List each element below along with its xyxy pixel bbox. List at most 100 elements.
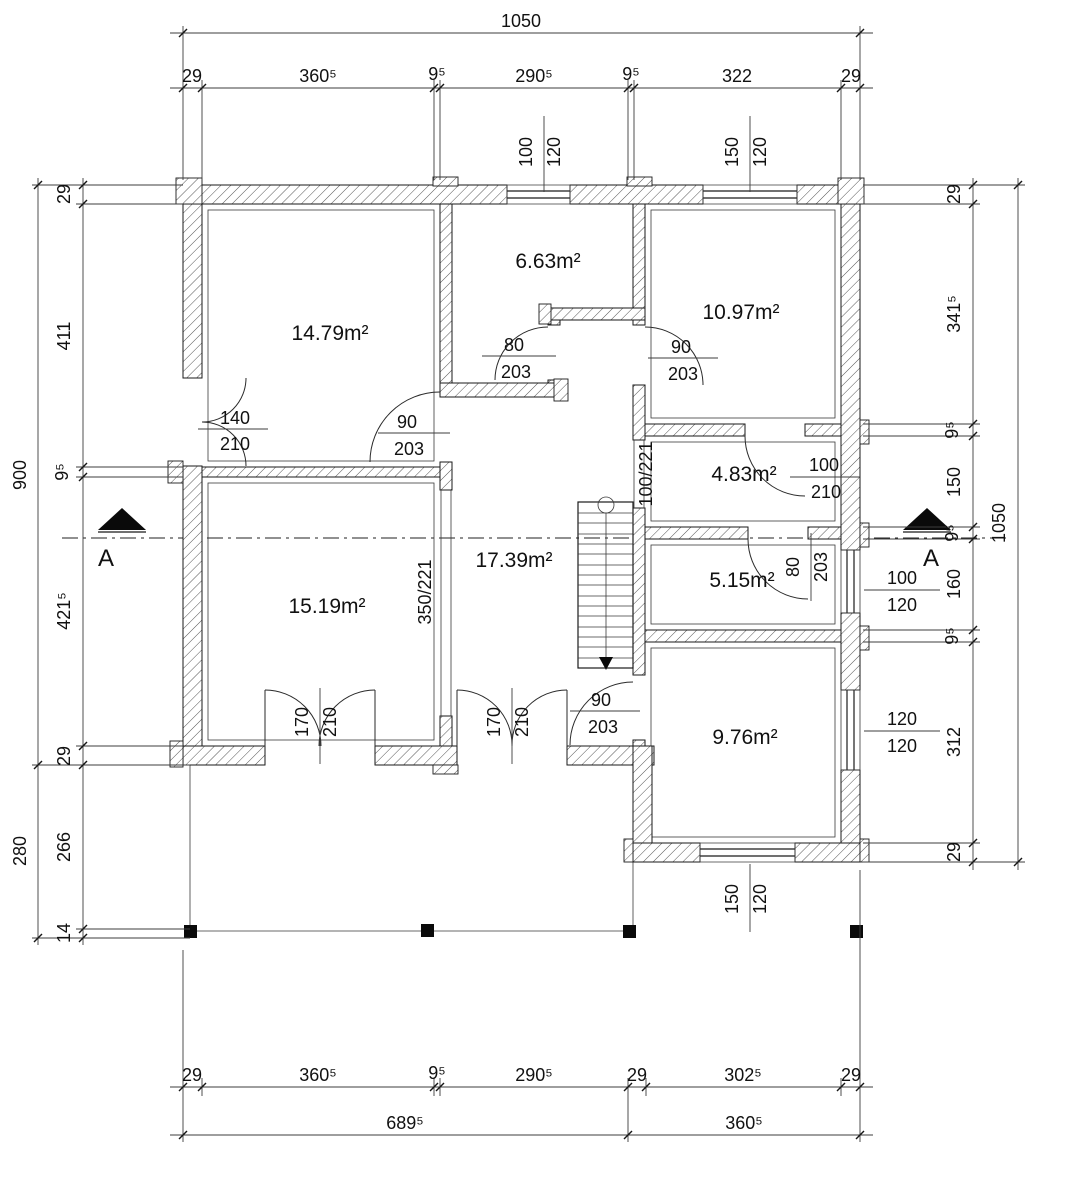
column [421, 924, 434, 937]
dim-left-5: 266 [54, 832, 74, 862]
window-top-2-height: 120 [750, 137, 770, 167]
door-90-203-room1097: 90 203 [644, 326, 718, 386]
dimension-right: 29 341⁵ 9⁵ 150 9⁵ 160 9⁵ 312 29 1050 [863, 178, 1025, 870]
dim-right-5: 160 [944, 569, 964, 599]
room-label-1739: 17.39m² [475, 549, 552, 572]
walls [167, 176, 870, 863]
door-90-203-a-width: 90 [397, 412, 417, 432]
window-top-2: 150 120 [702, 116, 798, 205]
window-right-1-width: 100 [887, 568, 917, 588]
door-100-210-height: 210 [811, 482, 841, 502]
window-top-1: 100 120 [506, 116, 571, 205]
window-top-2-width: 150 [722, 137, 742, 167]
stairs [577, 496, 634, 670]
section-label-right: A [923, 545, 939, 572]
dim-left-2: 9⁵ [52, 463, 72, 480]
window-right-1: 100 120 [840, 549, 940, 615]
door-80-203-a-height: 203 [501, 362, 531, 382]
door-170-210-left: 170 210 [264, 688, 376, 764]
window-right-2: 120 120 [840, 689, 940, 771]
dimension-top: 1050 29 360⁵ 9⁵ 290⁵ 9⁵ 322 29 [170, 11, 873, 180]
window-top-1-height: 120 [544, 137, 564, 167]
dim-bottom-1: 360⁵ [299, 1065, 337, 1085]
door-90-203-b-width: 90 [671, 337, 691, 357]
opening-100-221: 100/221 [633, 440, 656, 508]
window-top-1-width: 100 [516, 137, 536, 167]
room-label-1519: 15.19m² [288, 595, 365, 618]
dim-right-2: 9⁵ [942, 421, 962, 438]
room-label-515: 5.15m² [709, 569, 774, 592]
dim-left-3: 421⁵ [54, 592, 74, 630]
dim-right-total: 1050 [989, 503, 1009, 543]
door-140-210-width: 140 [220, 408, 250, 428]
dim-left-outer-0: 900 [10, 460, 30, 490]
door-170-210-a-width: 170 [292, 707, 312, 737]
dim-bottom-3: 290⁵ [515, 1065, 553, 1085]
dim-bottom-total-1: 360⁵ [725, 1113, 763, 1133]
dim-top-5: 322 [722, 66, 752, 86]
room-label-483: 4.83m² [711, 463, 776, 486]
window-bottom-1-width: 150 [722, 884, 742, 914]
dim-left-6: 14 [54, 923, 74, 943]
room-label-1097: 10.97m² [702, 301, 779, 324]
dim-top-6: 29 [841, 66, 861, 86]
dim-bottom-total-0: 689⁵ [386, 1113, 424, 1133]
room-label-663: 6.63m² [515, 250, 580, 273]
column [850, 925, 863, 938]
dimension-bottom: 29 360⁵ 9⁵ 290⁵ 29 302⁵ 29 689⁵ 360⁵ [170, 870, 873, 1142]
dim-right-1: 341⁵ [944, 295, 964, 333]
dim-top-total: 1050 [501, 11, 541, 31]
door-80-203-b-width: 80 [783, 557, 803, 577]
room-label-976: 9.76m² [712, 726, 777, 749]
dim-left-4: 29 [54, 746, 74, 766]
dim-top-0: 29 [182, 66, 202, 86]
window-bottom-1: 150 120 [699, 842, 796, 932]
dim-right-4: 9⁵ [942, 524, 962, 541]
dim-top-1: 360⁵ [299, 66, 337, 86]
window-right-2-height: 120 [887, 736, 917, 756]
door-90-203-a-height: 203 [394, 439, 424, 459]
dim-top-3: 290⁵ [515, 66, 553, 86]
door-80-203-room515: 80 203 [747, 533, 831, 601]
dim-bottom-6: 29 [841, 1065, 861, 1085]
section-label-left: A [98, 545, 114, 572]
door-90-203-c-height: 203 [588, 717, 618, 737]
dim-bottom-2: 9⁵ [428, 1063, 445, 1083]
dim-right-3: 150 [944, 467, 964, 497]
door-100-210-width: 100 [809, 455, 839, 475]
dim-right-6: 9⁵ [942, 627, 962, 644]
window-right-1-height: 120 [887, 595, 917, 615]
dim-bottom-0: 29 [182, 1065, 202, 1085]
window-right-2-width: 120 [887, 709, 917, 729]
window-bottom-1-height: 120 [750, 884, 770, 914]
opening-100-221-label: 100/221 [636, 441, 656, 506]
column [623, 925, 636, 938]
dim-right-0: 29 [944, 184, 964, 204]
dim-right-8: 29 [944, 842, 964, 862]
dim-left-1: 411 [54, 322, 74, 351]
room-label-1479: 14.79m² [291, 322, 368, 345]
dim-left-outer-1: 280 [10, 836, 30, 866]
section-marker-left-icon [98, 508, 146, 530]
door-140-210-height: 210 [220, 434, 250, 454]
door-100-210-room483: 100 210 [744, 435, 860, 502]
dim-bottom-4: 29 [627, 1065, 647, 1085]
door-170-210-b-height: 210 [512, 707, 532, 737]
door-170-210-a-height: 210 [320, 707, 340, 737]
stairs-start-icon [597, 496, 615, 514]
dim-left-0: 29 [54, 184, 74, 204]
section-marker-right-icon [903, 508, 951, 530]
door-80-203-a-width: 80 [504, 335, 524, 355]
dim-top-2: 9⁵ [428, 64, 445, 84]
door-90-203-c-width: 90 [591, 690, 611, 710]
door-90-203-room1479: 90 203 [369, 391, 450, 463]
door-140-210: 140 210 [198, 377, 268, 467]
stairs-direction-arrow-icon [599, 657, 613, 670]
dimension-left: 900 280 29 411 9⁵ 421⁵ 29 266 14 [10, 178, 190, 945]
door-80-203-room663: 80 203 [482, 326, 556, 382]
dim-bottom-5: 302⁵ [724, 1065, 762, 1085]
door-90-203-room976: 90 203 [569, 681, 640, 746]
column [184, 925, 197, 938]
opening-350-221: 350/221 [415, 490, 452, 716]
